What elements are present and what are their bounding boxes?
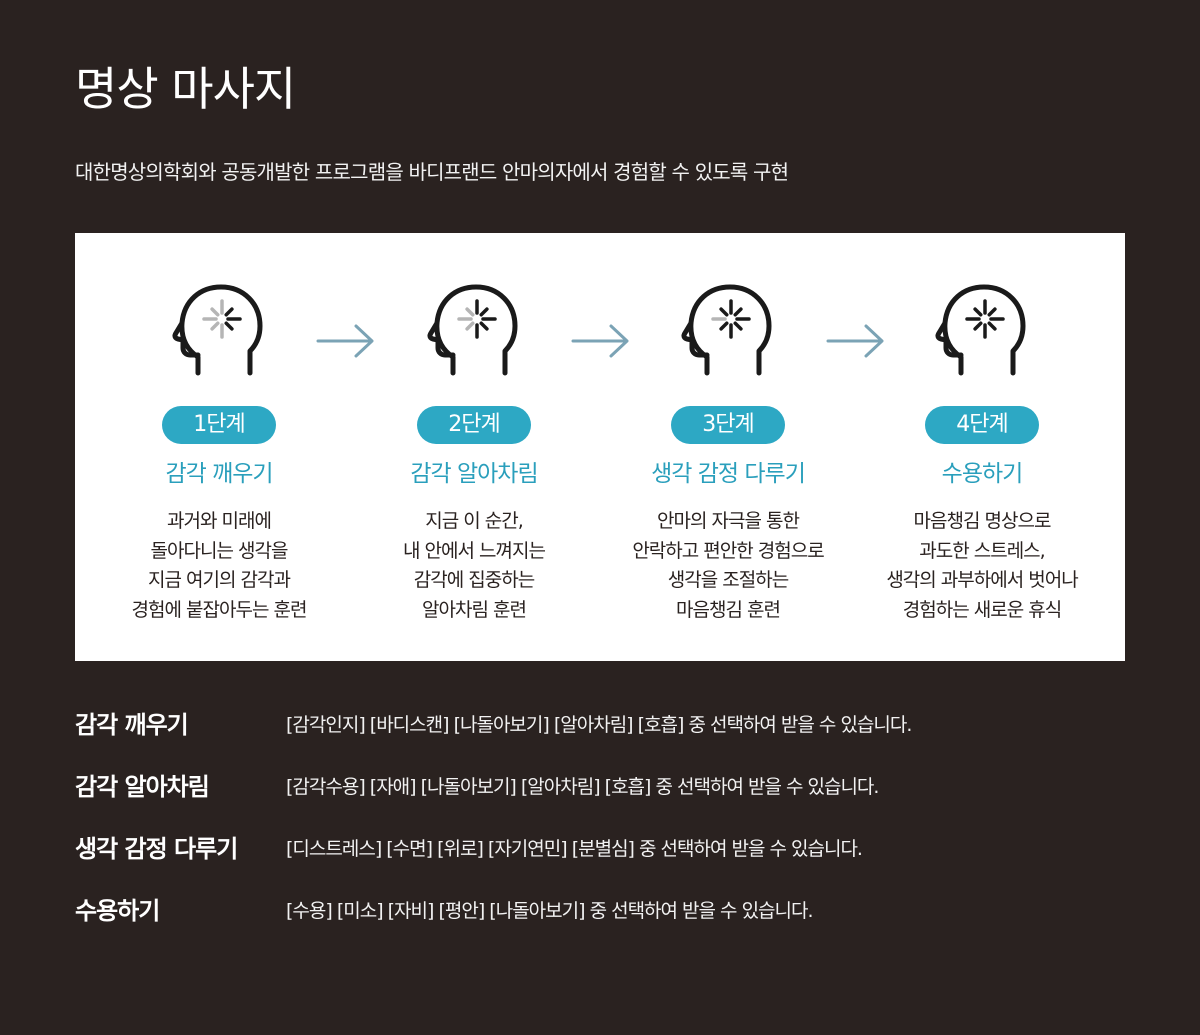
step-description-line: 마음챙김 훈련 xyxy=(676,598,781,621)
step-description-line: 지금 여기의 감각과 xyxy=(148,569,291,591)
step-badge: 4단계 xyxy=(925,406,1039,444)
step-description-line: 내 안에서 느껴지는 xyxy=(403,539,546,562)
page-subtitle: 대한명상의학회와 공동개발한 프로그램을 바디프랜드 안마의자에서 경험할 수 … xyxy=(75,160,789,184)
detail-row: 감각 알아차림 [감각수용] [자애] [나돌아보기] [알아차림] [호흡] … xyxy=(75,767,1125,807)
meditation-ray xyxy=(224,307,234,317)
head-outline xyxy=(942,284,1026,376)
step-description-line: 경험에 붙잡아두는 훈련 xyxy=(131,598,308,621)
head-meditation-icon xyxy=(935,284,1026,376)
step-description-line: 알아차림 훈련 xyxy=(422,598,527,621)
page-title: 명상 마사지 xyxy=(75,62,296,116)
meditation-ray xyxy=(973,307,983,317)
detail-text: [감각인지] [바디스캔] [나돌아보기] [알아차림] [호흡] 중 선택하여… xyxy=(286,714,912,736)
step-description-line: 안락하고 편안한 경험으로 xyxy=(632,539,824,562)
detail-label: 감각 깨우기 xyxy=(75,711,189,739)
step-title: 감각 알아차림 xyxy=(410,461,538,487)
detail-text: [디스트레스] [수면] [위로] [자기연민] [분별심] 중 선택하여 받을… xyxy=(286,838,863,860)
face-profile xyxy=(681,320,710,358)
detail-label: 감각 알아차림 xyxy=(75,773,210,801)
head-meditation-icon xyxy=(681,284,772,376)
head-outline xyxy=(179,284,263,376)
meditation-ray xyxy=(987,321,997,331)
arrow-right-icon xyxy=(571,324,629,358)
step-description: 안마의 자극을 통한 안락하고 편안한 경험으로 생각을 조절하는 마음챙김 훈… xyxy=(585,507,871,625)
detail-row: 수용하기 [수용] [미소] [자비] [평안] [나돌아보기] 중 선택하여 … xyxy=(75,891,1125,931)
meditation-ray xyxy=(973,321,983,331)
meditation-ray xyxy=(210,321,220,331)
step-badge: 2단계 xyxy=(417,406,531,444)
step-description-line: 과도한 스트레스, xyxy=(919,539,1045,562)
step-title: 생각 감정 다루기 xyxy=(651,461,806,487)
arrow-right-icon xyxy=(826,324,884,358)
face-profile xyxy=(935,320,964,358)
meditation-ray xyxy=(465,321,475,331)
step-description-line: 생각의 과부하에서 벗어나 xyxy=(886,569,1078,591)
meditation-ray xyxy=(210,307,220,317)
meditation-ray xyxy=(479,321,489,331)
step-badge: 3단계 xyxy=(671,406,785,444)
face-profile xyxy=(427,320,456,358)
step-description-line: 감각에 집중하는 xyxy=(413,569,535,591)
meditation-ray xyxy=(719,321,729,331)
step-description-line: 경험하는 새로운 휴식 xyxy=(902,598,1062,621)
head-meditation-icon xyxy=(172,284,263,376)
meditation-ray xyxy=(733,321,743,331)
detail-label: 생각 감정 다루기 xyxy=(75,835,238,863)
head-meditation-icon xyxy=(427,284,518,376)
step-description: 지금 이 순간, 내 안에서 느껴지는 감각에 집중하는 알아차림 훈련 xyxy=(331,507,617,625)
step-title: 감각 깨우기 xyxy=(165,461,273,487)
meditation-ray xyxy=(719,307,729,317)
step-description-line: 지금 이 순간, xyxy=(425,510,524,532)
step-description-line: 과거와 미래에 xyxy=(167,510,272,532)
step-description-line: 생각을 조절하는 xyxy=(667,569,789,591)
step-description: 마음챙김 명상으로 과도한 스트레스, 생각의 과부하에서 벗어나 경험하는 새… xyxy=(839,507,1125,625)
detail-label: 수용하기 xyxy=(75,897,160,925)
meditation-ray xyxy=(479,307,489,317)
meditation-ray xyxy=(224,321,234,331)
step-badge: 1단계 xyxy=(162,406,276,444)
meditation-ray xyxy=(733,307,743,317)
detail-row: 감각 깨우기 [감각인지] [바디스캔] [나돌아보기] [알아차림] [호흡]… xyxy=(75,705,1125,745)
detail-row: 생각 감정 다루기 [디스트레스] [수면] [위로] [자기연민] [분별심]… xyxy=(75,829,1125,869)
step-description-line: 마음챙김 명상으로 xyxy=(913,510,1052,532)
step-title: 수용하기 xyxy=(941,461,1024,487)
step-description: 과거와 미래에 돌아다니는 생각을 지금 여기의 감각과 경험에 붙잡아두는 훈… xyxy=(76,507,362,625)
steps-panel: 1단계 감각 깨우기 과거와 미래에 돌아다니는 생각을 지금 여기의 감각과 … xyxy=(75,233,1125,661)
head-outline xyxy=(688,284,772,376)
meditation-ray xyxy=(465,307,475,317)
detail-text: [수용] [미소] [자비] [평안] [나돌아보기] 중 선택하여 받을 수 … xyxy=(286,900,814,922)
face-profile xyxy=(172,320,201,358)
detail-text: [감각수용] [자애] [나돌아보기] [알아차림] [호흡] 중 선택하여 받… xyxy=(286,776,879,798)
head-outline xyxy=(434,284,518,376)
arrow-right-icon xyxy=(316,324,374,358)
step-description-line: 안마의 자극을 통한 xyxy=(657,510,800,532)
meditation-ray xyxy=(987,307,997,317)
step-description-line: 돌아다니는 생각을 xyxy=(150,539,289,562)
